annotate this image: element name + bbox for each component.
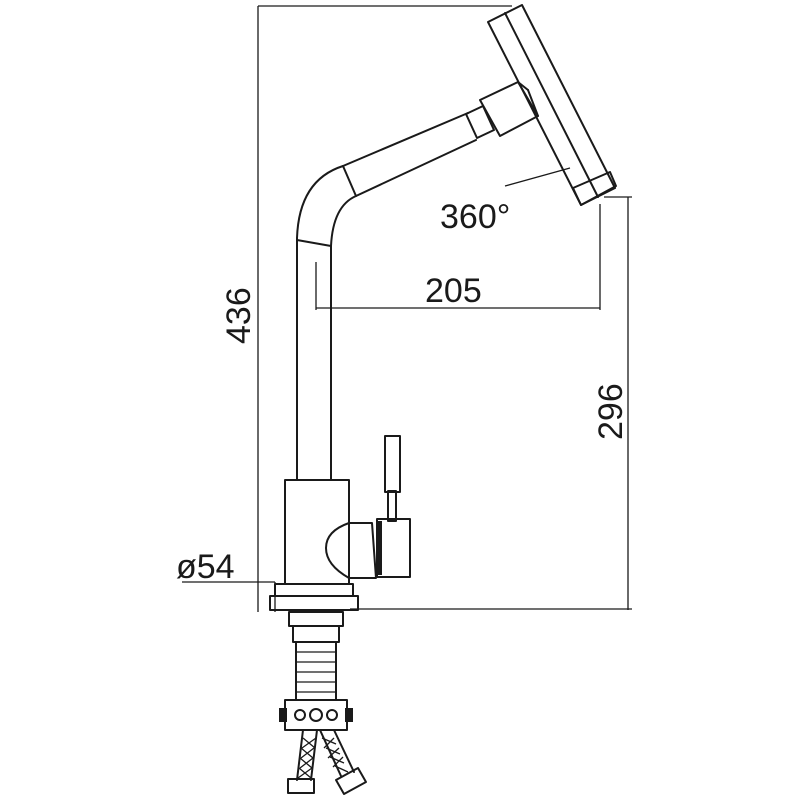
supply-hoses <box>296 729 355 781</box>
faucet-neck <box>296 165 357 481</box>
spout-height-dimension <box>350 196 632 610</box>
base-diameter-label: ø54 <box>176 548 235 586</box>
overall-height-dimension <box>257 5 512 612</box>
spout-head <box>487 4 617 206</box>
spout-reach-dimension <box>315 204 601 310</box>
swivel-joint <box>465 81 539 139</box>
base-flange <box>269 583 359 611</box>
spout-reach-label: 205 <box>425 272 482 310</box>
spout-height-label: 296 <box>592 383 630 440</box>
base-diameter-dimension <box>182 581 276 612</box>
rotation-leader <box>504 167 571 187</box>
lever-handle <box>376 435 411 578</box>
hose-end-fittings <box>287 767 367 795</box>
overall-height-label: 436 <box>220 287 258 344</box>
mounting-nut <box>279 699 353 731</box>
faucet-body <box>284 479 377 585</box>
mounting-shank <box>288 611 344 701</box>
spout-arm <box>342 112 477 197</box>
rotation-label: 360° <box>440 198 510 236</box>
